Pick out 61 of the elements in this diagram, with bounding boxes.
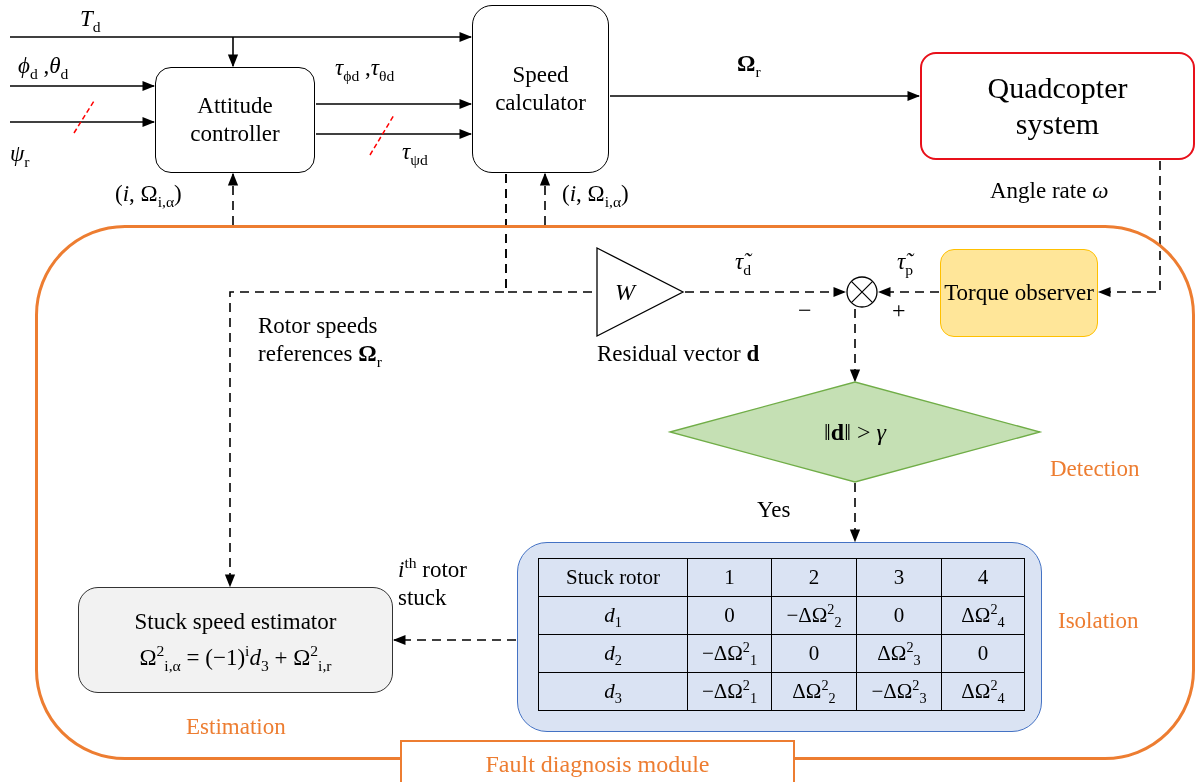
- arrow: [849, 482, 861, 543]
- edge-label: Ω$_{r}$: [737, 50, 761, 78]
- arrow: [684, 286, 847, 298]
- arrow: [609, 90, 921, 102]
- edge-label: Rotor speeds references Ω$_{r}$: [258, 312, 383, 368]
- table-cell: 2: [771, 558, 857, 597]
- table-cell: d$_{1}$: [538, 596, 688, 635]
- sign-label: −: [798, 296, 812, 325]
- edge-label: ψ$_{r}$: [10, 140, 30, 168]
- system-box: [920, 52, 1195, 160]
- table-cell: 0: [941, 634, 1025, 673]
- table-cell: 0: [687, 596, 772, 635]
- edge-label: (i, Ω$_{i,α}$): [115, 180, 182, 208]
- node-label: ‖d‖ > γ: [824, 417, 886, 447]
- node-label: W: [615, 277, 635, 307]
- signal-label: Residual vector d: [597, 340, 760, 368]
- arrow: [227, 36, 239, 68]
- table-cell: 0: [856, 596, 942, 635]
- edge-label: i$^{th}$ rotor stuck: [398, 556, 468, 612]
- table-cell: 4: [941, 558, 1025, 597]
- edge-label: τ$_{ϕd}$ ,τ$_{θd}$: [335, 54, 395, 82]
- edge-label: Yes: [757, 496, 791, 524]
- arrow: [849, 308, 861, 383]
- node-label: Stuck speed estimator: [134, 608, 337, 636]
- edge-label: (i, Ω$_{i,α}$): [562, 180, 629, 208]
- node-label: Quadcopter system: [986, 70, 1129, 142]
- process-box: [472, 5, 609, 173]
- edge-label: T$_{d}$: [80, 5, 101, 33]
- table-cell: 1: [687, 558, 772, 597]
- arrow: [392, 634, 517, 646]
- edge-label: Angle rate ω: [990, 177, 1109, 205]
- stage-label: Isolation: [1058, 607, 1139, 635]
- module-title: Fault diagnosis module: [400, 740, 795, 782]
- node-label: Speed calculator: [494, 61, 587, 117]
- arrow: [224, 173, 507, 588]
- stage-label: Detection: [1050, 455, 1140, 483]
- edge-label: τ̃$_{p}$: [897, 248, 914, 276]
- node-label: Attitude controller: [189, 92, 281, 148]
- edge-label: ϕ$_{d}$ ,θ$_{d}$: [18, 52, 69, 80]
- process-box: [155, 67, 315, 173]
- observer-box: [940, 249, 1098, 337]
- gain-triangle: [596, 247, 684, 337]
- arrow: [315, 128, 473, 140]
- table-cell: d$_{2}$: [538, 634, 688, 673]
- table-cell: 3: [856, 558, 942, 597]
- stage-label: Estimation: [186, 713, 286, 741]
- edge-label: τ$_{ψd}$: [402, 138, 428, 166]
- arrow: [9, 31, 473, 43]
- edge-label: τ̃$_{d}$: [735, 248, 752, 276]
- table-cell: Stuck rotor: [538, 558, 688, 597]
- table-cell: 0: [771, 634, 857, 673]
- arrow: [877, 286, 940, 298]
- table-cell: d$_{3}$: [538, 672, 688, 711]
- arrow: [9, 116, 156, 128]
- sign-label: +: [892, 296, 906, 325]
- arrow: [315, 98, 473, 110]
- arrow: [539, 172, 551, 226]
- arrow: [227, 172, 239, 226]
- node-label: Torque observer: [944, 279, 1094, 307]
- arrow: [9, 80, 156, 92]
- arrow: [1097, 160, 1161, 298]
